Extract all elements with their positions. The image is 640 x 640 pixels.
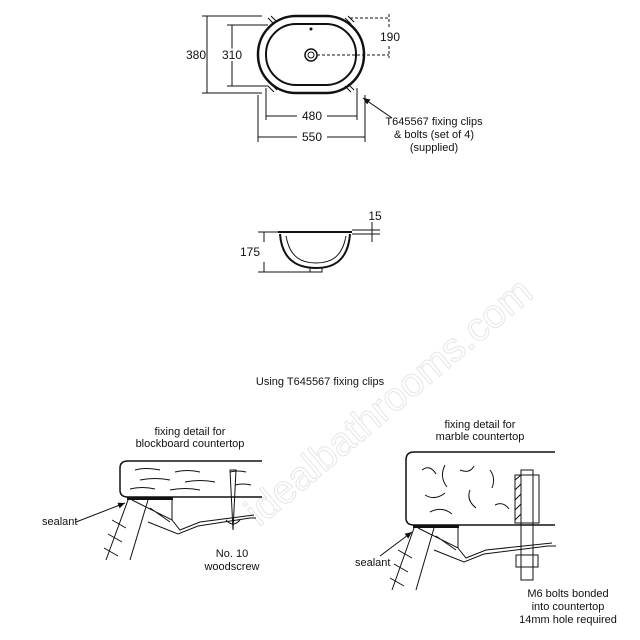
dim-380: 380: [186, 48, 206, 62]
woodscrew-label-2: woodscrew: [203, 561, 259, 573]
fixing-heading: Using T645567 fixing clips: [256, 376, 385, 388]
marble-countertop: [405, 451, 555, 526]
woodscrew-icon: [229, 469, 237, 531]
section-view: 175 15: [240, 209, 382, 273]
woodscrew-label-1: No. 10: [216, 548, 248, 560]
marble-title-2: marble countertop: [436, 431, 525, 443]
blockboard-sealant-label: sealant: [42, 516, 77, 528]
m6-bolt-icon: [520, 469, 534, 581]
fixing-clip-icons: [267, 15, 355, 93]
blockboard-countertop: [119, 460, 262, 498]
dim-190: 190: [380, 30, 400, 44]
bolt-label-3: 14mm hole required: [519, 614, 617, 626]
marble-sealant-label: sealant: [355, 557, 390, 569]
dim-550: 550: [302, 130, 322, 144]
dim-15: 15: [368, 209, 382, 223]
plan-view: 380 310 190 480 550 T645567 fixing clips…: [186, 14, 483, 154]
bolt-label-1: M6 bolts bonded: [527, 588, 608, 600]
blockboard-title-1: fixing detail for: [155, 426, 226, 438]
callout-line-2: & bolts (set of 4): [394, 129, 474, 141]
blockboard-title-2: blockboard countertop: [136, 438, 245, 450]
dim-480: 480: [302, 109, 322, 123]
marble-detail: fixing detail for marble countertop seal…: [355, 419, 617, 626]
watermark: idealbathrooms.com: [237, 269, 541, 534]
bolt-label-2: into countertop: [532, 601, 605, 613]
callout-line-3: (supplied): [410, 142, 458, 154]
blockboard-detail: fixing detail for blockboard countertop …: [42, 426, 262, 573]
waste-outlet-icon: [304, 48, 318, 62]
basin-bowl: [265, 23, 357, 86]
callout-line-1: T645567 fixing clips: [385, 116, 483, 128]
dim-310: 310: [222, 48, 242, 62]
dim-175: 175: [240, 245, 260, 259]
marble-title-1: fixing detail for: [445, 419, 516, 431]
